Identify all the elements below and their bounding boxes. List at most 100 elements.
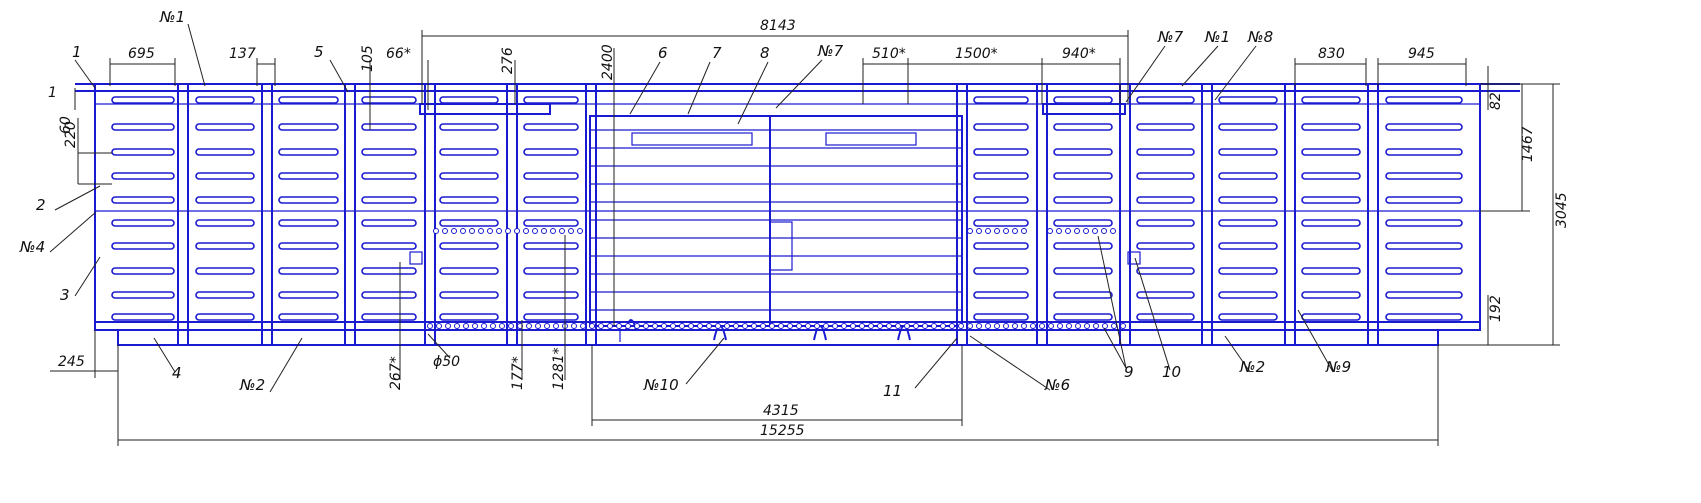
ventilation-slot (111, 96, 175, 104)
ventilation-slot (361, 267, 417, 275)
dim-label-1: 1 (48, 85, 57, 101)
rivet (976, 323, 982, 329)
post (1284, 83, 1296, 346)
rivet (526, 323, 532, 329)
ventilation-slot (1053, 313, 1113, 321)
rivet (967, 228, 973, 234)
dim-label-276: 276 (500, 47, 516, 74)
post (1119, 83, 1131, 346)
ventilation-slot (1136, 313, 1195, 321)
rivet (1074, 228, 1080, 234)
ventilation-slot (1385, 123, 1463, 131)
ventilation-slot (278, 242, 339, 250)
ventilation-slot (111, 313, 175, 321)
rivet (1012, 228, 1018, 234)
dim-label-2400: 2400 (600, 44, 616, 80)
rivet (850, 323, 856, 329)
callout-7: 7 (712, 44, 722, 62)
ventilation-slot (1136, 96, 1195, 104)
side-posts (177, 83, 1379, 346)
rivet (535, 323, 541, 329)
rivet (913, 323, 919, 329)
ventilation-slot (1218, 242, 1278, 250)
rivet (994, 228, 1000, 234)
rivet (508, 323, 514, 329)
dim-label-245: 245 (58, 354, 85, 370)
ventilation-slot (1136, 123, 1195, 131)
post (177, 83, 189, 346)
ventilation-slot (1136, 172, 1195, 180)
rivet (472, 323, 478, 329)
callout-n1-right: №1 (1204, 28, 1230, 46)
rivet (931, 323, 937, 329)
ventilation-slot (195, 242, 255, 250)
ventilation-slot (111, 123, 175, 131)
callout-10: 10 (1162, 363, 1181, 381)
rivet (715, 323, 721, 329)
rivet (922, 323, 928, 329)
callout-n9: №9 (1325, 358, 1351, 376)
rivet (751, 323, 757, 329)
ventilation-slot (973, 219, 1029, 227)
ventilation-slot (361, 123, 417, 131)
callout-4: 4 (172, 364, 182, 382)
callout-8: 8 (760, 44, 770, 62)
ventilation-slot (278, 96, 339, 104)
ventilation-slot (361, 313, 417, 321)
post (1036, 83, 1048, 346)
post (261, 83, 273, 346)
ventilation-slot (278, 123, 339, 131)
rivet (940, 323, 946, 329)
door-lock-plate (769, 221, 793, 271)
ventilation-slot (195, 123, 255, 131)
ventilation-slot (523, 172, 579, 180)
rivet (580, 323, 586, 329)
rivet (643, 323, 649, 329)
ventilation-slot (1218, 148, 1278, 156)
ventilation-slot (111, 148, 175, 156)
ventilation-slot (973, 96, 1029, 104)
door-stops (409, 251, 1141, 265)
ventilation-slot (1218, 291, 1278, 299)
rivet (994, 323, 1000, 329)
ventilation-slot (195, 219, 255, 227)
dim-label-4315: 4315 (763, 403, 799, 419)
ventilation-slot (1053, 148, 1113, 156)
rivet (433, 228, 439, 234)
rivet (436, 323, 442, 329)
rivet (1066, 323, 1072, 329)
upper-door-rail-left (419, 103, 551, 115)
rivet (568, 228, 574, 234)
dimension-lines (49, 23, 1560, 446)
ventilation-slot (1218, 313, 1278, 321)
ventilation-slot (1301, 219, 1361, 227)
ventilation-slot (1385, 291, 1463, 299)
dimension-labels: 8143 695 137 66* 510* 1500* 940* 830 945… (48, 18, 1570, 439)
callout-n2-right: №2 (1239, 358, 1265, 376)
rivet (1101, 228, 1107, 234)
ventilation-slot (523, 219, 579, 227)
ventilation-slot (111, 291, 175, 299)
ventilation-slot (973, 267, 1029, 275)
callout-n7-right: №7 (1157, 28, 1184, 46)
rivet (442, 228, 448, 234)
rivet (445, 323, 451, 329)
dim-label-105: 105 (360, 45, 376, 72)
callout-n6: №6 (1044, 376, 1070, 394)
ventilation-slot (1053, 242, 1113, 250)
ventilation-slot (439, 148, 499, 156)
ventilation-slot (523, 267, 579, 275)
ventilation-slot (523, 123, 579, 131)
rivet (523, 228, 529, 234)
rivet (859, 323, 865, 329)
rivet (895, 323, 901, 329)
callout-9: 9 (1124, 363, 1134, 381)
rivet (958, 323, 964, 329)
callout-2: 2 (36, 196, 46, 214)
ventilation-slot (523, 242, 579, 250)
ventilation-slot (1053, 96, 1113, 104)
ventilation-slot (361, 96, 417, 104)
ventilation-slot (439, 96, 499, 104)
rivet (796, 323, 802, 329)
